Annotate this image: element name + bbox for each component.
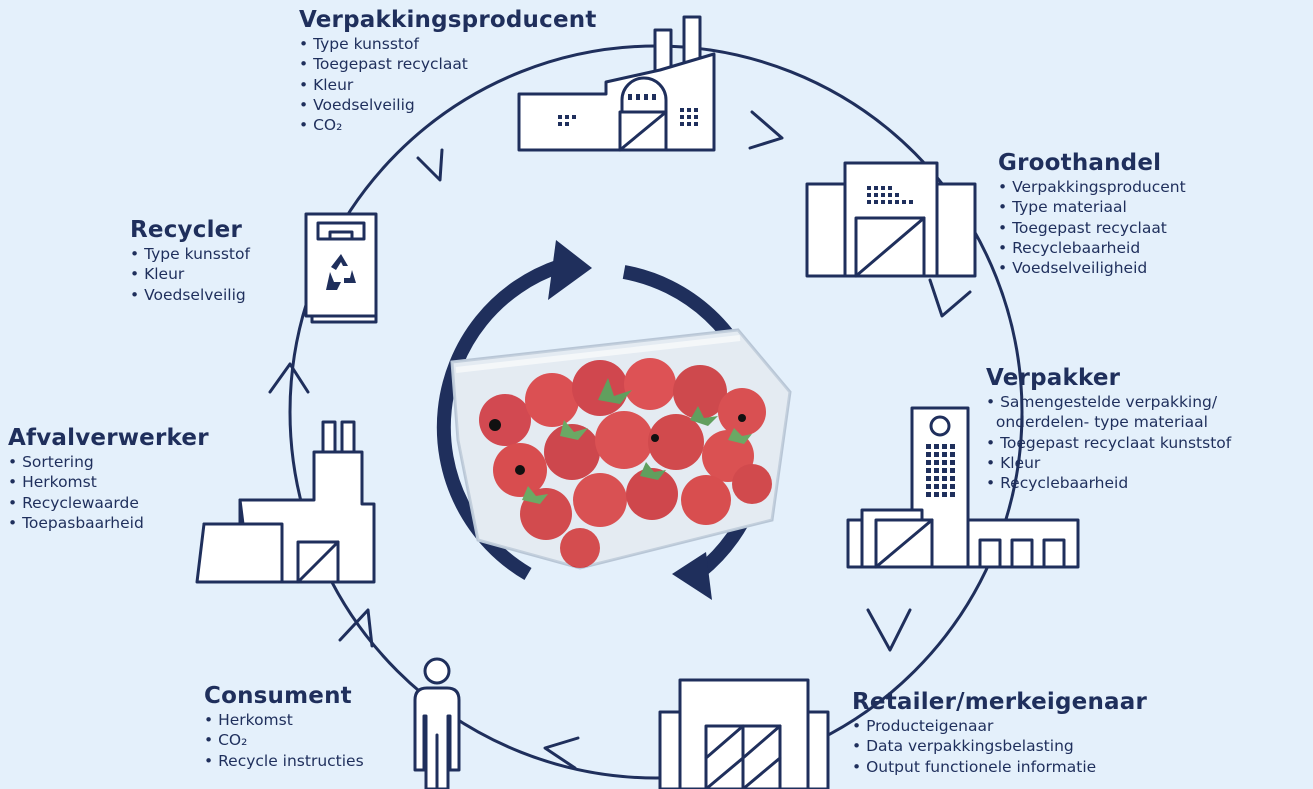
list-item: Recycle instructies	[204, 751, 364, 771]
list-item: Verpakkingsproducent	[998, 177, 1186, 197]
list-item: Toepasbaarheid	[8, 513, 209, 533]
waste-processing-plant-icon	[195, 420, 376, 584]
list-item: Toegepast recyclaat kunststof	[986, 433, 1231, 453]
stage-retailer: Retailer/merkeigenaar Producteigenaar Da…	[852, 689, 1147, 777]
list-item: Producteigenaar	[852, 716, 1147, 736]
person-icon	[413, 657, 461, 789]
stage-list-consument: Herkomst CO₂ Recycle instructies	[204, 710, 364, 771]
stage-list-groothandel: Verpakkingsproducent Type materiaal Toeg…	[998, 177, 1186, 278]
list-item: Kleur	[130, 264, 250, 284]
list-item: Recyclebaarheid	[998, 238, 1186, 258]
stage-title-recycler: Recycler	[130, 217, 242, 243]
list-item: Samengestelde verpakking/	[986, 392, 1231, 412]
list-item: Sortering	[8, 452, 209, 472]
stage-title-retailer: Retailer/merkeigenaar	[852, 689, 1148, 715]
stage-verpakkingsproducent: Verpakkingsproducent Type kunsstof Toege…	[299, 7, 597, 135]
list-item: Output functionele informatie	[852, 757, 1147, 777]
packaging-plant-icon	[846, 406, 1080, 569]
stage-title-groothandel: Groothandel	[998, 150, 1162, 176]
list-item: onderdelen- type materiaal	[995, 413, 1208, 432]
cycle-arrowhead-2	[928, 278, 972, 318]
list-item: CO₂	[299, 115, 597, 135]
cycle-arrowhead-1	[748, 110, 784, 150]
stage-recycler: Recycler Type kunsstof Kleur Voedselveil…	[130, 217, 250, 305]
list-item: Toegepast recyclaat	[299, 54, 597, 74]
list-item: Kleur	[986, 453, 1231, 473]
stage-list-afvalverwerker: Sortering Herkomst Recyclewaarde Toepasb…	[8, 452, 209, 533]
stage-title-consument: Consument	[204, 683, 352, 709]
cycle-arrowhead-6	[268, 362, 310, 394]
list-item: Herkomst	[8, 472, 209, 492]
stage-groothandel: Groothandel Verpakkingsproducent Type ma…	[998, 150, 1186, 278]
stage-list-retailer: Producteigenaar Data verpakkingsbelastin…	[852, 716, 1147, 777]
list-item: Type kunsstof	[130, 244, 250, 264]
cycle-arrowhead-4	[543, 736, 580, 770]
stage-list-recycler: Type kunsstof Kleur Voedselveilig	[130, 244, 250, 305]
stage-verpakker: Verpakker Samengestelde verpakking/ onde…	[986, 365, 1231, 493]
list-item: CO₂	[204, 730, 364, 750]
list-item: Voedselveilig	[130, 285, 250, 305]
cycle-arrowhead-5	[338, 608, 374, 648]
list-item: Kleur	[299, 75, 597, 95]
list-item: Recyclewaarde	[8, 493, 209, 513]
list-item: Herkomst	[204, 710, 364, 730]
stage-title-verpakker: Verpakker	[986, 365, 1121, 391]
recycling-machine-icon	[304, 212, 378, 324]
list-item: Voedselveilig	[299, 95, 597, 115]
cycle-arrowhead-3	[866, 608, 912, 652]
stage-title-afvalverwerker: Afvalverwerker	[8, 425, 209, 451]
list-item: Toegepast recyclaat	[998, 218, 1186, 238]
stage-afvalverwerker: Afvalverwerker Sortering Herkomst Recycl…	[8, 425, 209, 533]
strawberry-punnet-image	[450, 328, 792, 570]
stage-list-verpakkingsproducent: Type kunsstof Toegepast recyclaat Kleur …	[299, 34, 597, 135]
list-item: Voedselveiligheid	[998, 258, 1186, 278]
stage-consument: Consument Herkomst CO₂ Recycle instructi…	[204, 683, 364, 771]
list-item: Type kunsstof	[299, 34, 597, 54]
stage-list-verpakker: Samengestelde verpakking/ onderdelen- ty…	[986, 392, 1231, 493]
list-item: Data verpakkingsbelasting	[852, 736, 1147, 756]
store-icon	[658, 678, 830, 789]
warehouse-icon	[805, 161, 977, 278]
cycle-arrowhead-7	[416, 148, 444, 182]
list-item: Recyclebaarheid	[986, 473, 1231, 493]
list-item: Type materiaal	[998, 197, 1186, 217]
stage-title-verpakkingsproducent: Verpakkingsproducent	[299, 7, 597, 33]
